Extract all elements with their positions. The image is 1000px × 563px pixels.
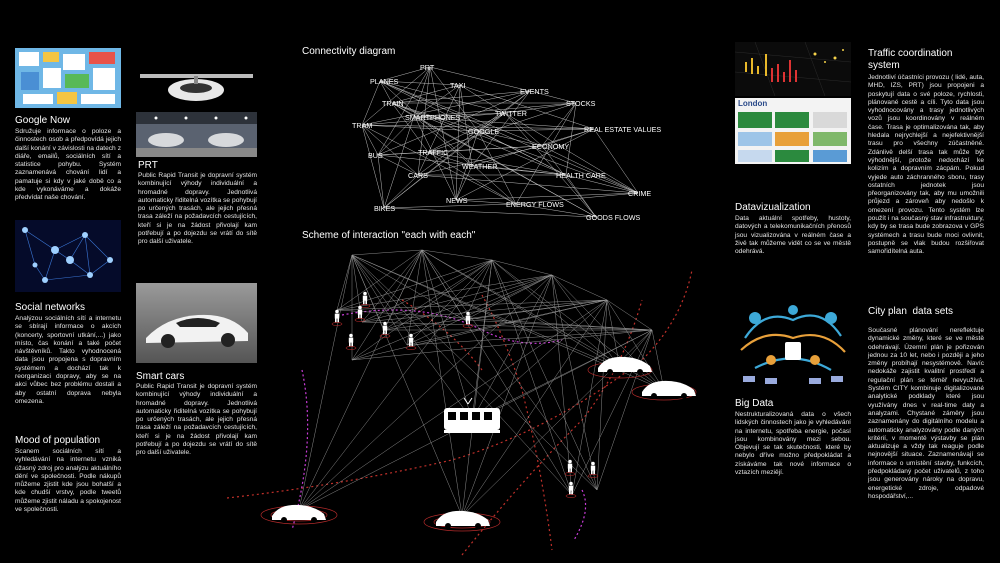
connectivity-node-stocks: STOCKS <box>566 99 596 108</box>
city-plan-title: City plan data sets <box>868 306 954 317</box>
datavis-text: Data aktuální spotřeby, hustoty, datovýc… <box>735 215 851 256</box>
google-now-title: Google Now <box>15 115 71 126</box>
traffic-coord-text: Jednotliví účastníci provozu ( lidé, aut… <box>868 74 984 256</box>
interaction-scheme <box>226 249 697 556</box>
mood-text: Scanem sociálních sítí a vyhledávání na … <box>15 448 121 514</box>
prt-title: PRT <box>138 160 158 171</box>
smart-cars-text: Public Rapid Transit je dopravní systém … <box>136 383 257 457</box>
connectivity-node-bus: BUS <box>368 151 383 160</box>
smart-car-image <box>136 283 257 363</box>
connectivity-diagram: PRT PLANES TAXI TRAIN EVENTS STOCKS SMARTPHONE… <box>352 63 661 220</box>
connectivity-title: Connectivity diagram <box>302 46 396 57</box>
car-icon <box>436 510 490 529</box>
connectivity-node-bikes: BIKES <box>374 204 395 213</box>
person-icon <box>565 481 577 498</box>
person-icon <box>354 305 366 322</box>
connectivity-node-real-estate-values: REAL ESTATE VALUES <box>584 125 661 134</box>
connectivity-node-traffic: TRAFFIC <box>418 148 448 157</box>
datavis-dashboard-image: London <box>735 98 851 164</box>
tram-icon <box>444 397 500 433</box>
social-networks-text: Analýzou sociálních sítí a internetu se … <box>15 315 121 405</box>
person-icon <box>331 309 343 326</box>
person-icon <box>462 311 474 328</box>
connectivity-node-energy-flows: ENERGY FLOWS <box>506 200 564 209</box>
connectivity-node-goods-flows: GOODS FLOWS <box>586 213 641 220</box>
connectivity-node-train: TRAIN <box>382 99 404 108</box>
prt-pod-image <box>136 60 257 106</box>
connectivity-node-prt: PRT <box>420 63 435 72</box>
prt-text: Public Rapid Transit je dopravní systém … <box>138 172 257 246</box>
social-networks-title: Social networks <box>15 302 86 313</box>
person-icon <box>587 461 599 478</box>
connectivity-node-news: NEWS <box>446 196 468 205</box>
google-now-text: Sdružuje informace o poloze a činnostech… <box>15 128 121 202</box>
datavis-map-image <box>735 42 851 96</box>
person-icon <box>405 333 417 350</box>
datavis-title: Datavizualization <box>735 202 811 213</box>
scheme-title: Scheme of interaction "each with each" <box>302 230 476 241</box>
connectivity-node-tram: TRAM <box>352 121 372 130</box>
mood-title: Mood of population <box>15 435 101 446</box>
prt-station-image <box>136 112 257 157</box>
connectivity-node-twitter: TWITTER <box>495 109 527 118</box>
connectivity-node-google: GOOGLE <box>468 127 499 136</box>
connectivity-node-smartphones: SMARTPHONES <box>405 113 461 122</box>
car-icon <box>642 380 696 399</box>
dashboard-label: London <box>738 99 768 108</box>
social-networks-image <box>15 220 121 292</box>
person-icon <box>345 333 357 350</box>
google-now-image <box>15 48 121 108</box>
car-icon <box>272 504 326 523</box>
person-icon <box>564 459 576 476</box>
car-icon <box>598 356 652 375</box>
city-plan-text: Současné plánování nereflektuje dynamick… <box>868 327 984 500</box>
big-data-image <box>735 298 851 386</box>
connectivity-node-events: EVENTS <box>520 87 549 96</box>
connectivity-node-taxi: TAXI <box>450 81 465 90</box>
connectivity-node-economy: ECONOMY <box>532 142 569 151</box>
big-data-text: Nestrukturalizovaná data o všech lidskýc… <box>735 411 851 477</box>
connectivity-node-weather: WEATHER <box>462 162 497 171</box>
connectivity-node-crime: CRIME <box>628 189 651 198</box>
connectivity-node-planes: PLANES <box>370 77 399 86</box>
smart-cars-title: Smart cars <box>136 371 185 382</box>
connectivity-node-cars: CARS <box>408 171 428 180</box>
traffic-coord-title: Traffic coordination system <box>868 48 953 71</box>
big-data-title: Big Data <box>735 398 774 409</box>
connectivity-node-health-care: HEALTH CARE <box>556 171 606 180</box>
person-icon <box>379 321 391 338</box>
